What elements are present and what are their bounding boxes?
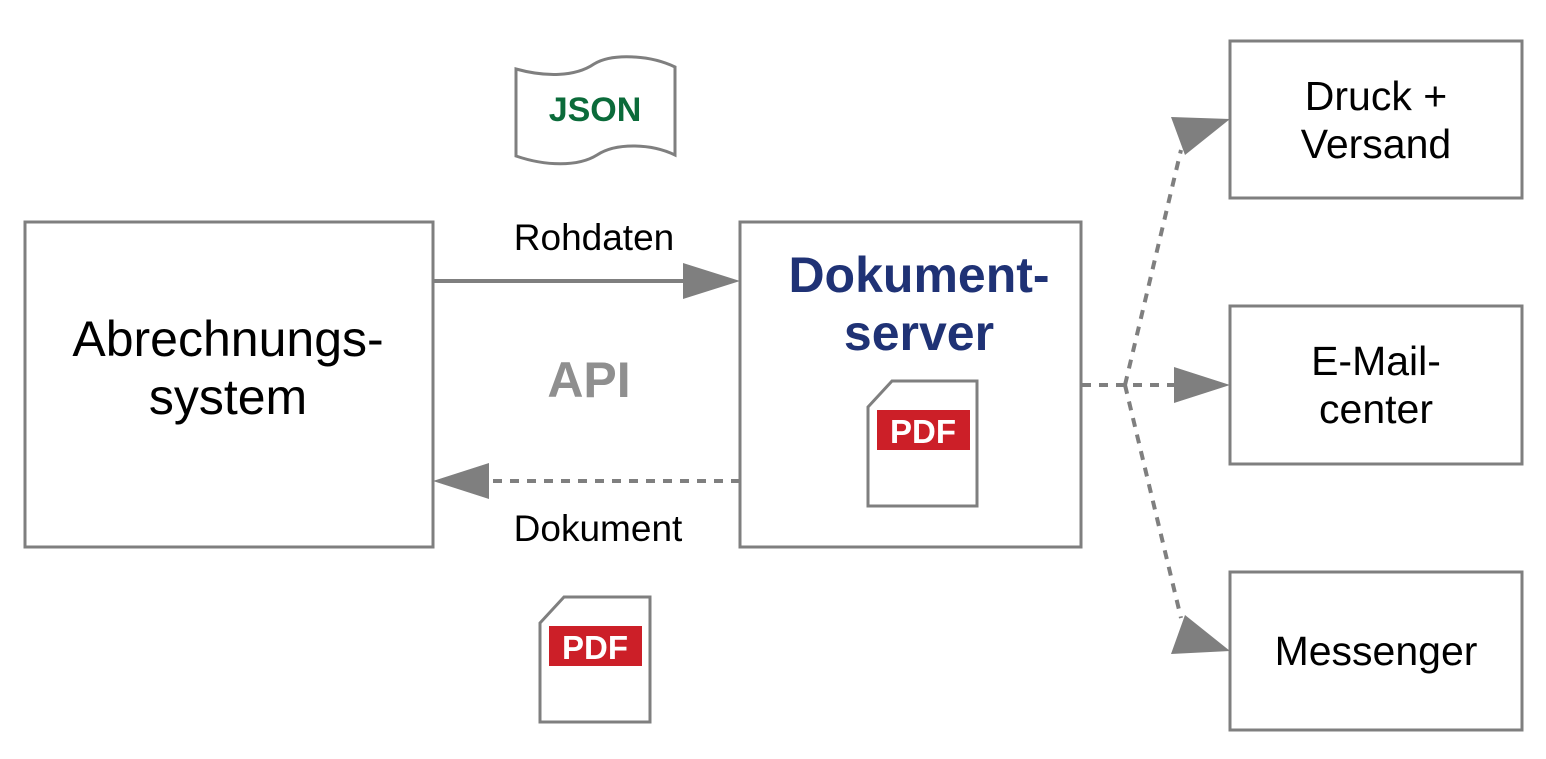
print-shipping-label-line2: Versand — [1301, 121, 1451, 167]
pdf-document-bottom-icon: PDF — [538, 595, 652, 724]
messenger-node: Messenger — [1228, 570, 1524, 732]
billing-system-node: Abrechnungs- system — [23, 220, 435, 549]
print-shipping-label-line1: Druck + — [1305, 73, 1447, 119]
document-edge: Dokument — [433, 463, 740, 549]
print-edge-arrowhead — [1171, 117, 1230, 155]
document-server-label-line2: server — [844, 305, 994, 361]
raw-data-edge: Rohdaten — [433, 217, 740, 299]
api-label: API — [547, 352, 630, 408]
billing-system-label-line1: Abrechnungs- — [72, 311, 383, 367]
pdf-badge-label: PDF — [890, 413, 956, 450]
billing-system-box — [23, 220, 435, 549]
pdf-document-icon: PDF — [866, 379, 979, 508]
print-shipping-node: Druck + Versand — [1228, 39, 1524, 200]
document-server-node: Dokument- server PDF — [738, 220, 1083, 549]
distribution-edges — [1082, 117, 1230, 654]
document-label: Dokument — [514, 508, 683, 549]
print-edge-line — [1123, 149, 1183, 386]
pdf-bottom-badge-label: PDF — [562, 629, 628, 666]
email-center-label-line1: E-Mail- — [1311, 338, 1441, 384]
messenger-box — [1228, 570, 1524, 732]
raw-data-label: Rohdaten — [514, 217, 674, 258]
raw-data-arrowhead — [683, 263, 740, 299]
email-center-node: E-Mail- center — [1228, 304, 1524, 466]
billing-system-label-line2: system — [149, 369, 307, 425]
messenger-edge-arrowhead — [1171, 615, 1230, 654]
json-label: JSON — [549, 91, 642, 129]
print-shipping-box — [1228, 39, 1524, 200]
messenger-edge-line — [1123, 384, 1183, 619]
email-center-label-line2: center — [1319, 386, 1433, 432]
email-center-box — [1228, 304, 1524, 466]
email-edge-arrowhead — [1174, 367, 1230, 403]
json-file-icon: JSON — [514, 55, 677, 166]
document-arrowhead — [433, 463, 489, 499]
messenger-label: Messenger — [1275, 628, 1478, 674]
document-server-label-line1: Dokument- — [788, 247, 1049, 303]
